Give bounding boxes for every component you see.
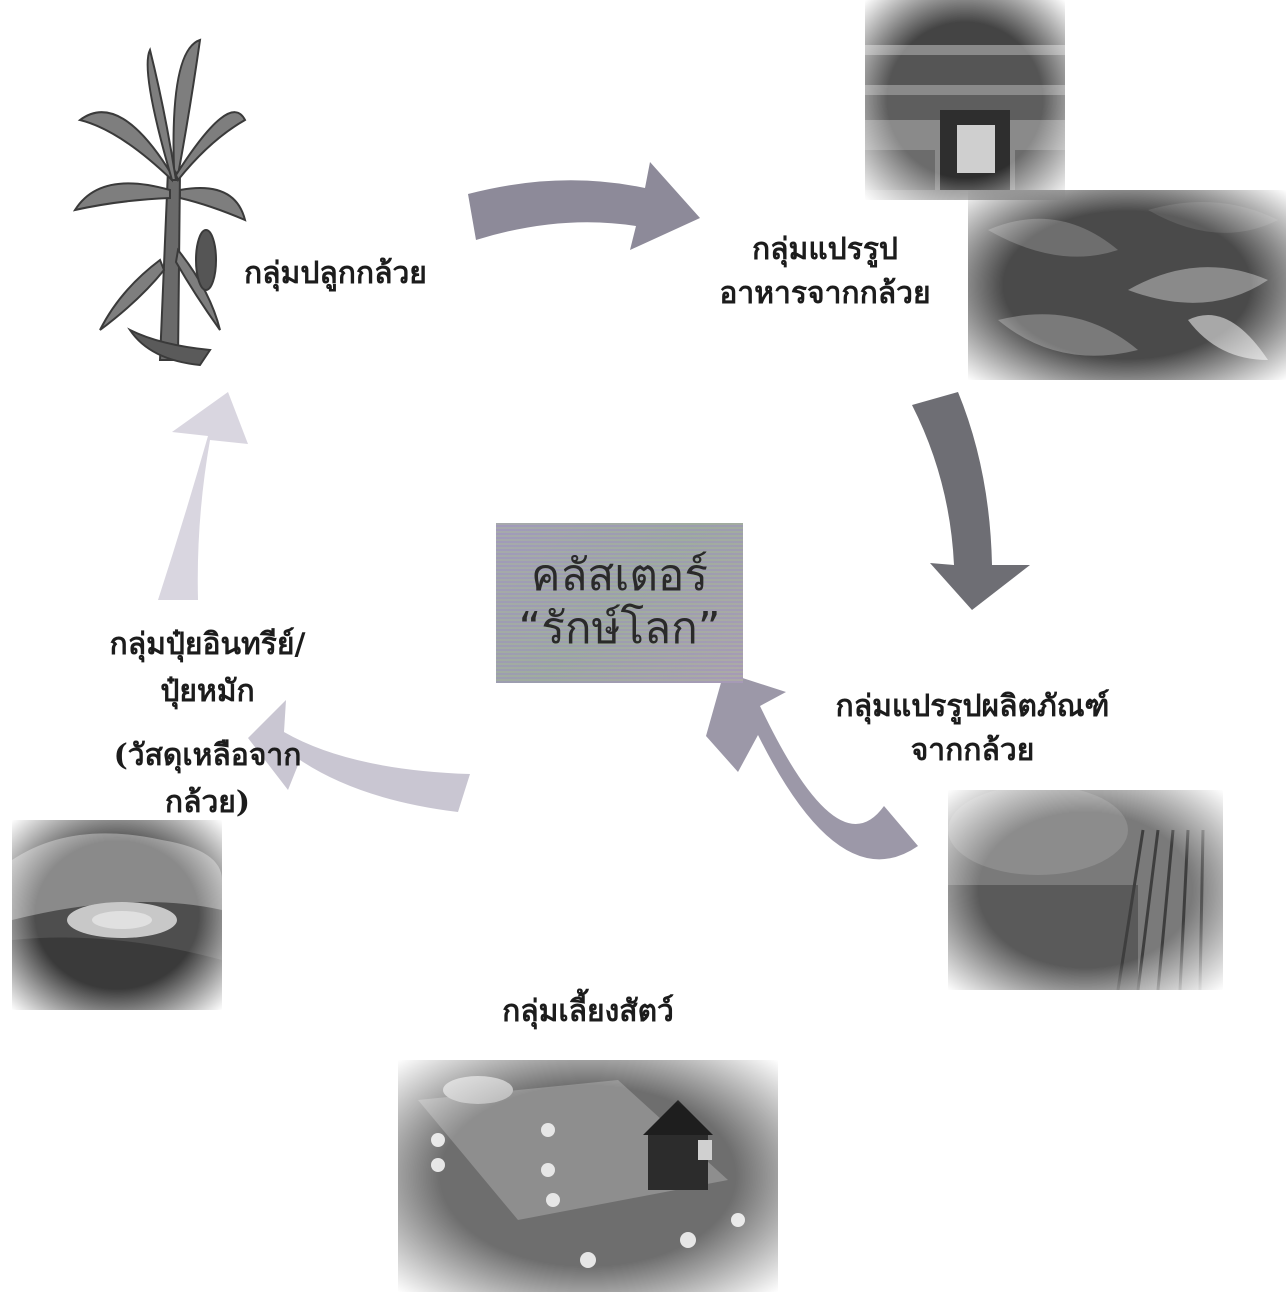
arrow-products-to-livestock-shape (706, 672, 918, 860)
arrow-livestock-to-fertilizer (248, 700, 470, 812)
products-line1: กลุ่มแปรรูปผลิตภัณฑ์ (835, 689, 1110, 724)
banana-tree-image (60, 30, 250, 370)
node-fertilizer-label: กลุ่มปุ๋ยอินทรีย์/ ปุ๋ยหมัก (วัสดุเหลือจ… (70, 622, 345, 826)
fertilizer-line4: กล้วย) (164, 784, 251, 820)
node-products-label: กลุ่มแปรรูปผลิตภัณฑ์ จากกล้วย (815, 685, 1130, 772)
farm-scene-icon (398, 1060, 778, 1292)
banana-tree-icon (72, 38, 247, 367)
food-shop-image (865, 0, 1065, 200)
center-title-line1: คลัสเตอร์ (531, 550, 708, 602)
arrow-fertilizer-to-planting (158, 392, 248, 600)
shop-shelves-icon (865, 0, 1065, 200)
center-title-line2: “รักษ์โลก” (518, 603, 721, 654)
leaves-texture-icon (968, 190, 1286, 380)
banana-leaves-image (968, 190, 1286, 380)
products-line2: จากกล้วย (910, 732, 1035, 768)
fertilizer-line1: กลุ่มปุ๋ยอินทรีย์/ (109, 627, 306, 662)
fertilizer-line2: ปุ๋ยหมัก (160, 673, 255, 709)
center-cluster-box: คลัสเตอร์ “รักษ์โลก” (496, 523, 743, 683)
arrow-food-to-products (912, 392, 1030, 610)
node-livestock-label: กลุ่มเลี้ยงสัตว์ (488, 990, 688, 1034)
livestock-line1: กลุ่มเลี้ยงสัตว์ (502, 994, 674, 1029)
woven-texture-icon (948, 790, 1223, 990)
arrow-planting-to-food (468, 162, 700, 250)
woven-products-image (948, 790, 1223, 990)
compost-pile-icon (12, 820, 222, 1010)
food-line1: กลุ่มแปรรูป (752, 232, 898, 267)
compost-image (12, 820, 222, 1010)
node-food-label: กลุ่มแปรรูป อาหารจากกล้วย (705, 228, 945, 315)
food-line2: อาหารจากกล้วย (719, 275, 931, 311)
planting-line1: กลุ่มปลูกกล้วย (244, 256, 427, 291)
livestock-farm-image (398, 1060, 778, 1292)
fertilizer-line3: (วัสดุเหลือจาก (113, 738, 302, 773)
node-planting-label: กลุ่มปลูกกล้วย (244, 252, 427, 296)
